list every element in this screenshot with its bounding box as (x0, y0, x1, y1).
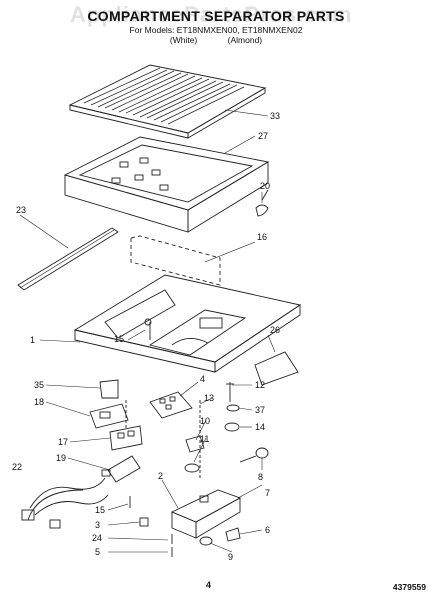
variant-almond: (Almond) (227, 35, 263, 45)
gasket-strip-part (17, 227, 119, 291)
callout-1: 1 (30, 335, 35, 345)
diagram-header: COMPARTMENT SEPARATOR PARTS For Models: … (0, 8, 432, 45)
cover-grille-part (68, 64, 267, 139)
callout-15-lower: 15 (95, 505, 105, 515)
callout-26: 26 (270, 325, 280, 335)
thermostat-assembly-part (184, 400, 205, 480)
bracket-part (139, 517, 149, 527)
heater-wire-part (130, 235, 221, 286)
page-number: 4 (206, 580, 212, 590)
wire-clip-part (255, 189, 269, 217)
housing-part (170, 489, 242, 539)
callout-27: 27 (258, 131, 268, 141)
knob-part (199, 536, 213, 546)
callout-24: 24 (92, 533, 102, 543)
callout-35: 35 (34, 380, 44, 390)
callout-13: 13 (204, 393, 214, 403)
control-board-part (149, 391, 193, 419)
control-box-part (109, 400, 143, 451)
watermark: AppliancePartsPros.com (70, 2, 353, 27)
sensor-part (239, 447, 269, 463)
callout-33: 33 (270, 111, 280, 121)
callout-16: 16 (257, 232, 267, 242)
leader-lines (19, 109, 276, 553)
callout-6: 6 (265, 525, 270, 535)
color-variants: (White) (Almond) (0, 35, 432, 45)
callout-10: 10 (200, 416, 210, 426)
callout-11: 11 (200, 434, 209, 444)
connector-part (225, 527, 241, 542)
callout-7: 7 (265, 488, 270, 498)
grommet-part (224, 422, 240, 432)
light-socket-part (99, 379, 119, 399)
wire-harness-part (21, 469, 111, 529)
callout-23: 23 (16, 205, 26, 215)
callout-15-upper: 15 (114, 334, 124, 344)
variant-white: (White) (169, 35, 198, 45)
callout-37: 37 (255, 405, 265, 415)
callout-5: 5 (95, 547, 100, 557)
callout-9: 9 (228, 552, 233, 562)
callout-8: 8 (258, 472, 263, 482)
callout-20: 20 (260, 181, 270, 191)
document-number: 4379559 (392, 582, 426, 592)
deflector-part (254, 351, 299, 386)
switch-housing-part (89, 403, 129, 429)
callout-4: 4 (200, 374, 205, 384)
callout-12: 12 (255, 380, 265, 390)
diagram-title: COMPARTMENT SEPARATOR PARTS (87, 8, 345, 24)
callout-3: 3 (95, 520, 100, 530)
model-line: For Models: ET18NMXEN00, ET18NMXEN02 (129, 25, 303, 35)
callout-2: 2 (158, 471, 163, 481)
partition-plate-part (73, 274, 302, 373)
callout-22: 22 (12, 462, 22, 472)
screw-part (226, 382, 240, 412)
callout-18: 18 (34, 397, 44, 407)
separator-frame-part (63, 136, 270, 233)
callout-14: 14 (255, 422, 265, 432)
callout-19: 19 (56, 453, 66, 463)
callout-numbers: 33 27 20 16 23 26 1 15 4 12 35 37 18 13 … (12, 111, 280, 562)
damper-part (107, 455, 141, 483)
callout-17: 17 (58, 437, 68, 447)
